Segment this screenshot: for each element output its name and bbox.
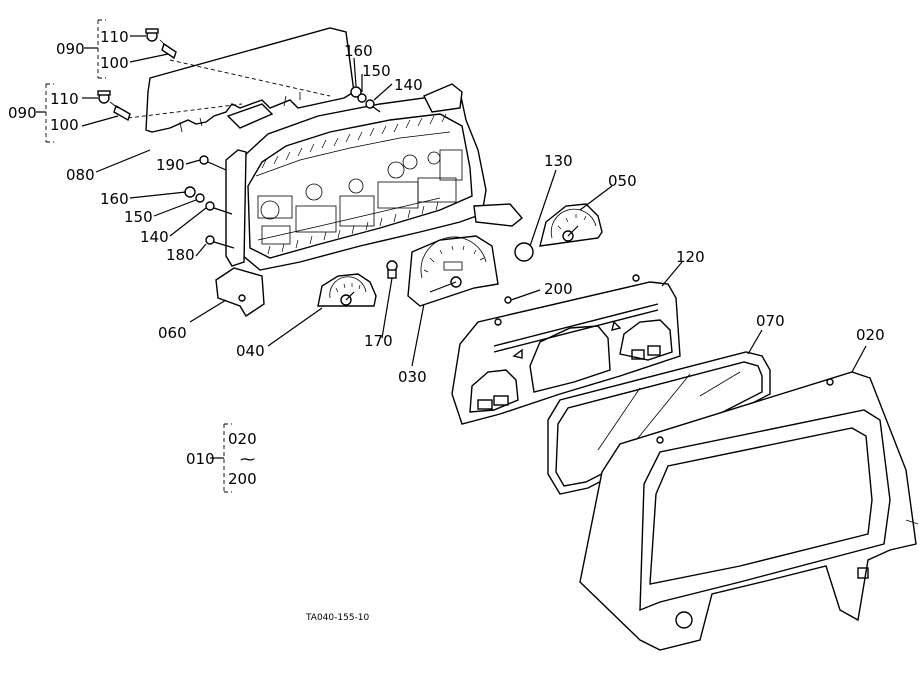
label-010: 010 — [186, 450, 215, 468]
case-internals — [255, 113, 463, 255]
label-030: 030 — [398, 368, 427, 386]
label-160-upper: 160 — [344, 42, 373, 60]
part-160-150-140-right — [350, 86, 381, 113]
figure-code: TA040-155-10 — [305, 613, 370, 623]
part-120-panel — [451, 274, 681, 425]
label-100-upper: 100 — [100, 54, 129, 72]
label-060: 060 — [158, 324, 187, 342]
label-170: 170 — [364, 332, 393, 350]
label-140-upper: 140 — [394, 76, 423, 94]
label-range-tilde: ⁓ — [240, 450, 255, 468]
part-170-screw — [386, 260, 398, 279]
label-110-lower: 110 — [50, 90, 79, 108]
part-050-gauge — [539, 203, 603, 247]
part-190-screw — [199, 155, 227, 171]
label-140-lower: 140 — [140, 228, 169, 246]
label-020-range: 020 — [228, 430, 257, 448]
bracket-090-lower — [36, 83, 54, 143]
part-040-gauge — [317, 273, 377, 307]
leader-lines — [81, 35, 867, 373]
part-200-screw — [504, 289, 541, 304]
part-180-screw — [205, 235, 235, 249]
bracket-090-upper — [84, 19, 106, 79]
label-150-upper: 150 — [362, 62, 391, 80]
label-040: 040 — [236, 342, 265, 360]
meter-case-assembly — [215, 83, 524, 317]
part-160-150-140-left — [184, 186, 233, 215]
label-070: 070 — [756, 312, 785, 330]
part-130-lens — [514, 242, 534, 262]
label-190: 190 — [156, 156, 185, 174]
label-090-lower: 090 — [8, 104, 37, 122]
part-030-tachometer — [407, 235, 499, 307]
label-020: 020 — [856, 326, 885, 344]
label-150-lower: 150 — [124, 208, 153, 226]
label-110-upper: 110 — [100, 28, 129, 46]
part-labels: 090 110 100 090 110 100 080 160 150 140 … — [8, 28, 885, 623]
part-090-socket-lower — [97, 90, 131, 122]
part-080-rear-cover — [127, 27, 355, 133]
label-050: 050 — [608, 172, 637, 190]
label-120: 120 — [676, 248, 705, 266]
label-180: 180 — [166, 246, 195, 264]
bracket-010 — [210, 423, 232, 493]
label-100-lower: 100 — [50, 116, 79, 134]
part-020-bezel — [579, 371, 919, 651]
part-090-socket-upper — [145, 28, 177, 60]
label-200-panel: 200 — [544, 280, 573, 298]
part-070-glass — [547, 351, 771, 495]
label-090-upper: 090 — [56, 40, 85, 58]
label-080: 080 — [66, 166, 95, 184]
label-200-range: 200 — [228, 470, 257, 488]
label-160-lower: 160 — [100, 190, 129, 208]
label-130: 130 — [544, 152, 573, 170]
